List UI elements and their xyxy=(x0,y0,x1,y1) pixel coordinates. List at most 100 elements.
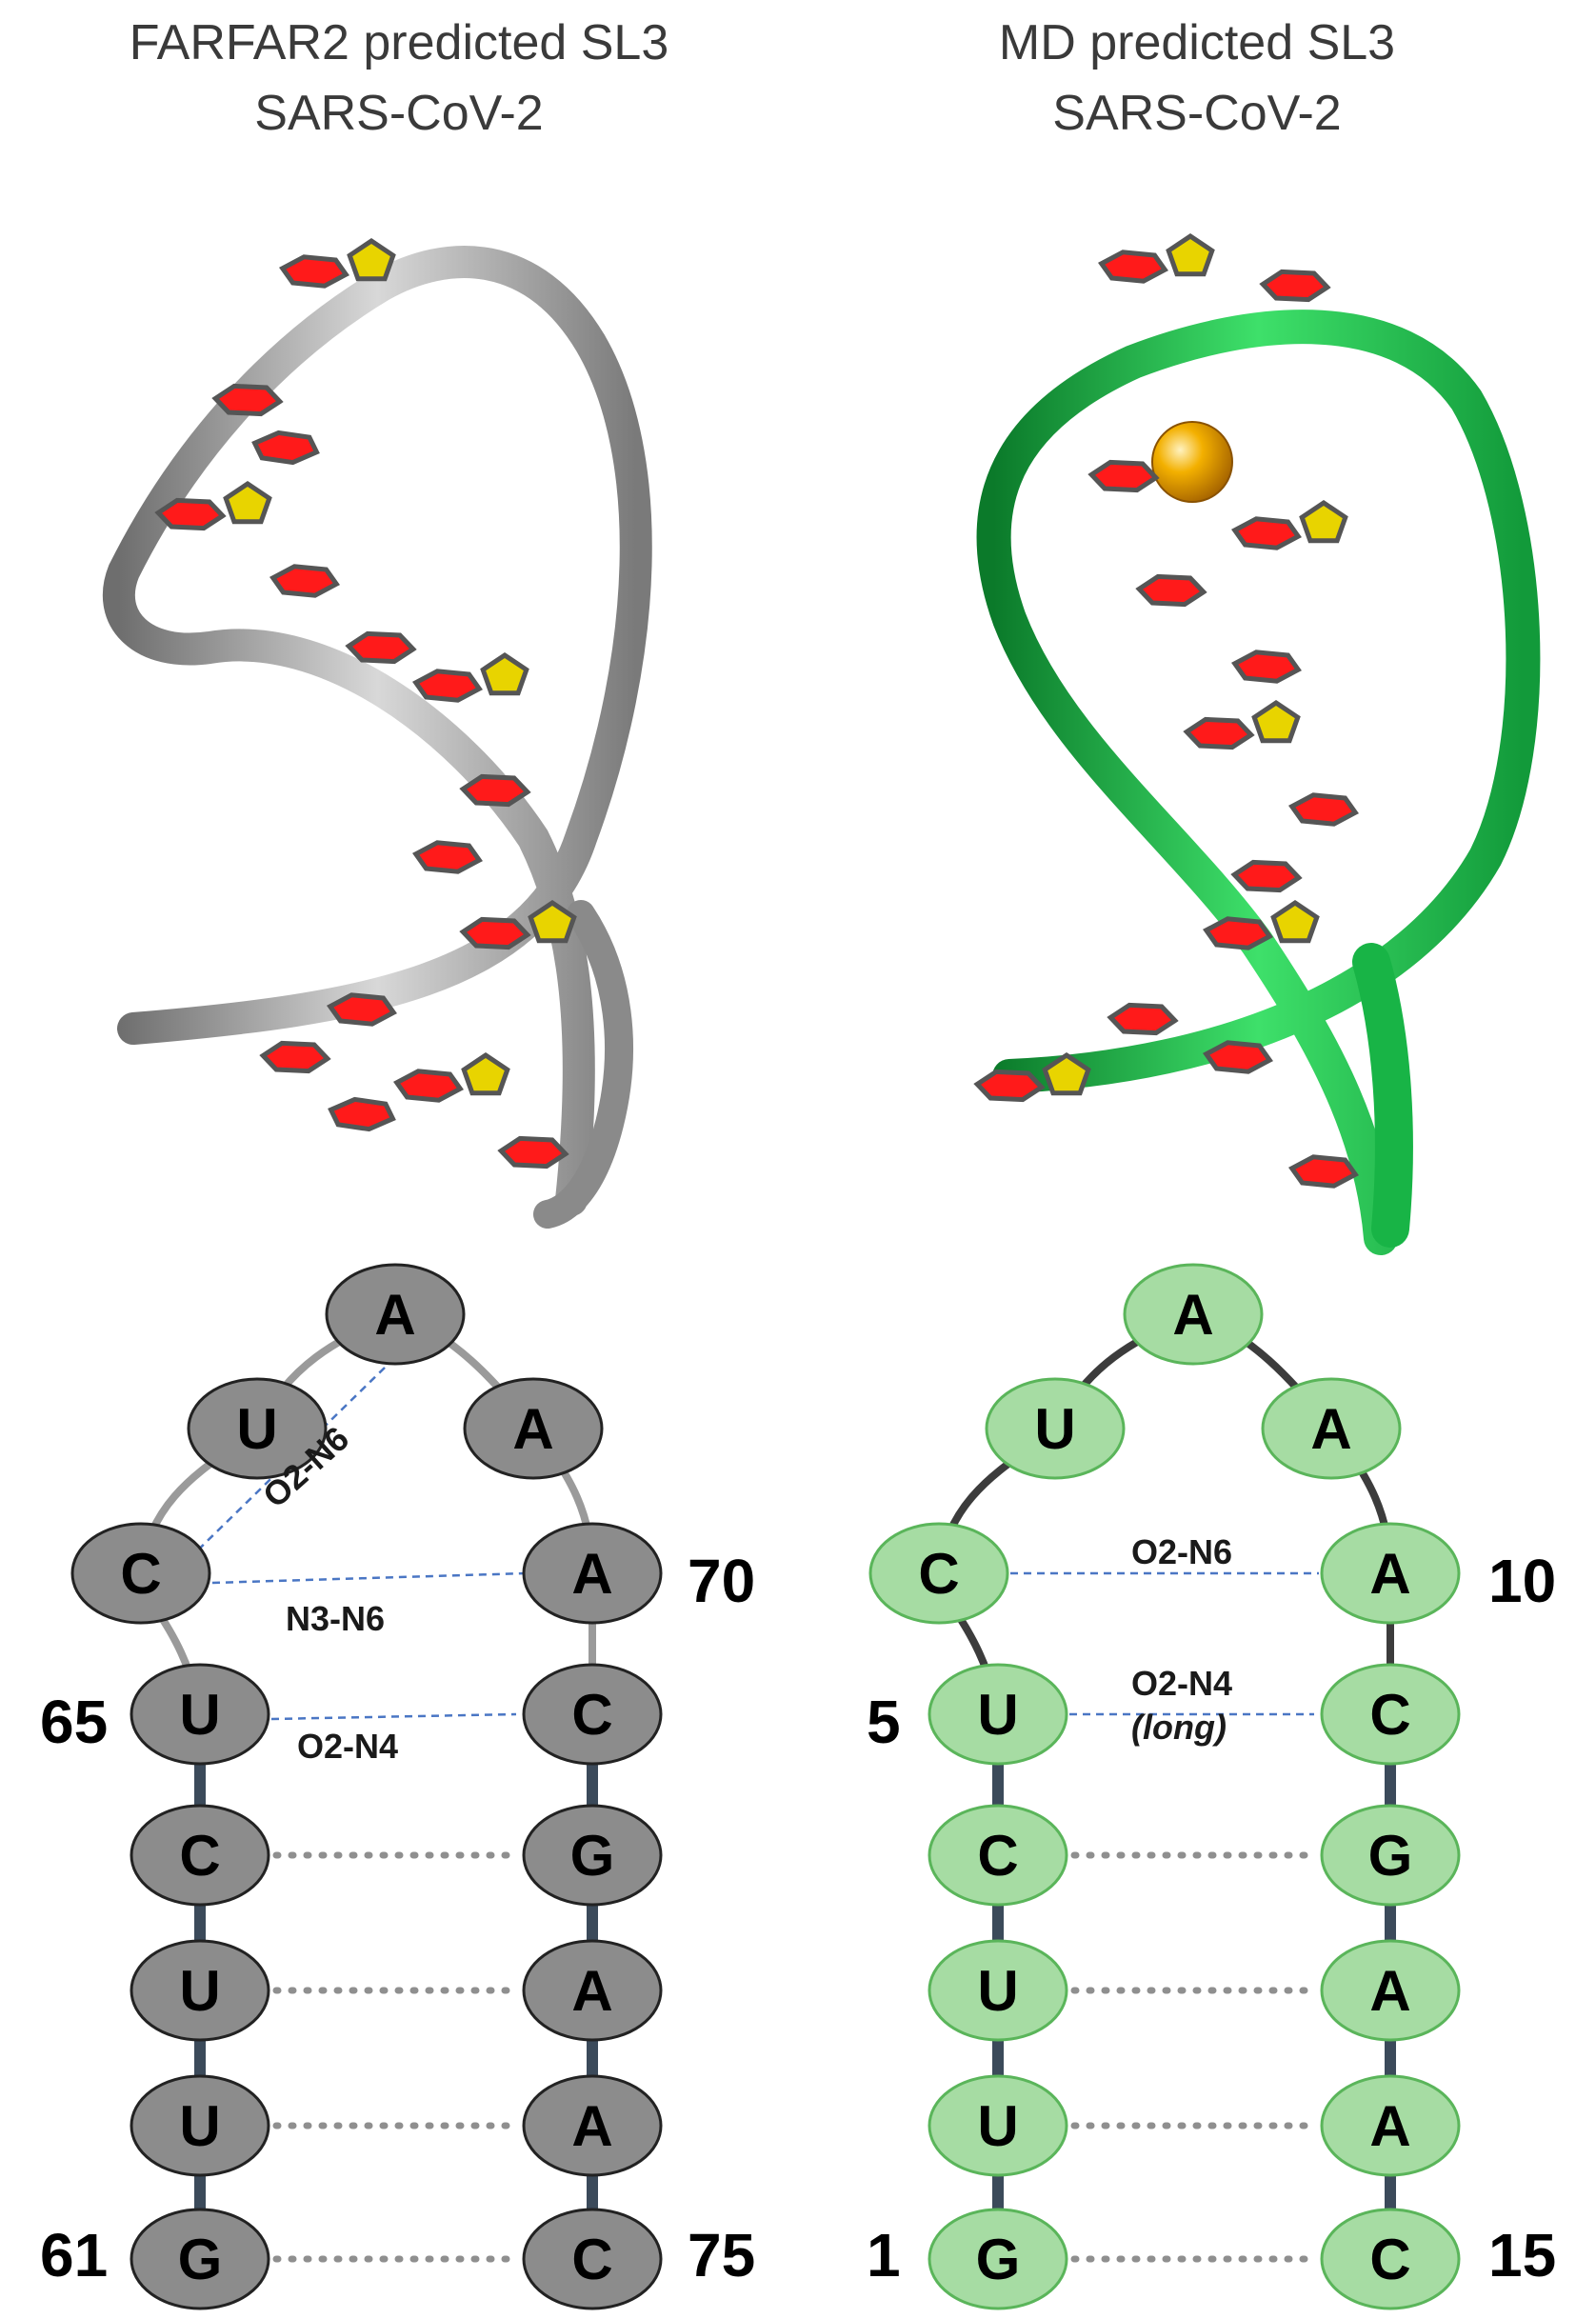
base-ring xyxy=(973,1069,1046,1103)
base-ring xyxy=(1288,792,1359,827)
nucleotide-letter: G xyxy=(1368,1824,1413,1888)
nucleotide-letter: A xyxy=(1172,1283,1213,1347)
base-ring xyxy=(459,773,531,808)
base-ring xyxy=(154,497,227,531)
farfar2-3d-structure xyxy=(103,237,652,1229)
nucleotide-node xyxy=(522,1663,663,1766)
nucleotide-letter: C xyxy=(571,1683,612,1747)
base-ring xyxy=(393,1069,464,1103)
hbond-label: N3-N6 xyxy=(286,1599,385,1638)
ribbon-lower-strand xyxy=(1352,943,1413,1248)
nucleotide-node xyxy=(928,1939,1068,2042)
position-number: 10 xyxy=(1488,1547,1556,1615)
nucleotide-node xyxy=(1123,1263,1264,1366)
nucleotide-letter: C xyxy=(571,2228,612,2291)
sugar-ring xyxy=(1299,499,1348,544)
hbond-label: O2-N6 xyxy=(1131,1532,1232,1571)
nucleotide-letter: A xyxy=(512,1397,553,1461)
md-3d-structure xyxy=(973,232,1541,1255)
base-ring xyxy=(412,669,483,703)
base-ring xyxy=(1183,716,1255,750)
sugar-ring xyxy=(1270,899,1320,944)
nucleotide-letter: A xyxy=(571,1542,612,1606)
title-line-1: MD predicted SL3 xyxy=(998,15,1396,70)
base-ring xyxy=(279,254,349,289)
sugar-ring xyxy=(1166,232,1215,277)
panel-title-farfar2: FARFAR2 predicted SL3 SARS-CoV-2 xyxy=(0,8,798,149)
hbond-label-note: (long) xyxy=(1131,1708,1227,1747)
nucleotide-node xyxy=(130,2208,270,2310)
nucleotide-node xyxy=(1261,1377,1402,1480)
nucleotide-node xyxy=(70,1522,211,1625)
title-line-2: SARS-CoV-2 xyxy=(254,86,544,141)
position-number: 15 xyxy=(1488,2221,1556,2289)
nucleotide-letter: U xyxy=(1034,1397,1075,1461)
base-ring xyxy=(345,630,417,665)
loop-backbone xyxy=(136,1309,596,1715)
nucleotide-node xyxy=(928,2074,1068,2177)
sugar-ring xyxy=(528,899,577,944)
nucleotide-letter: A xyxy=(1369,1959,1410,2023)
sugar-ring xyxy=(480,651,529,696)
position-number: 1 xyxy=(867,2221,901,2289)
nucleotide-letter: A xyxy=(1310,1397,1351,1461)
hbond-line xyxy=(270,1712,517,1721)
nucleotide-letter: U xyxy=(977,1959,1018,2023)
base-ring xyxy=(1231,516,1302,550)
base-ring xyxy=(211,383,284,417)
base-ring xyxy=(1203,916,1273,950)
nucleotide-letter: C xyxy=(1369,2228,1410,2291)
base-ring xyxy=(269,564,340,598)
sugar-ring xyxy=(1251,699,1301,744)
nucleotide-node xyxy=(1320,1939,1461,2042)
sugar-ring xyxy=(1042,1051,1091,1096)
nucleotide-letter: U xyxy=(179,2094,220,2158)
metal-ion-sphere xyxy=(1151,421,1233,503)
hbond-line xyxy=(178,1366,387,1569)
nucleotide-node xyxy=(522,1804,663,1907)
nucleotide-node xyxy=(522,1522,663,1625)
hbond-label: O2-N4 xyxy=(297,1727,398,1766)
base-ring xyxy=(412,840,483,874)
ribbon-backbone xyxy=(103,246,652,1216)
ribbon-backbone xyxy=(976,310,1541,1255)
position-number: 65 xyxy=(40,1688,108,1756)
nucleotide-letter: U xyxy=(977,2094,1018,2158)
base-ring xyxy=(1259,269,1331,303)
base-ring xyxy=(1231,650,1302,684)
nucleotide-letter: A xyxy=(1369,1542,1410,1606)
sugar-ring xyxy=(461,1051,510,1096)
nucleotide-letter: A xyxy=(571,1959,612,2023)
nucleotide-node xyxy=(325,1263,466,1366)
nucleotide-node xyxy=(130,2074,270,2177)
nucleotide-node xyxy=(187,1377,328,1480)
hbond-line xyxy=(211,1571,527,1585)
base-ring xyxy=(1230,859,1303,893)
nucleotide-letter: A xyxy=(374,1283,415,1347)
nucleotide-letter: U xyxy=(179,1959,220,2023)
nucleotide-node xyxy=(928,2208,1068,2310)
base-ring xyxy=(251,430,320,466)
base-ring xyxy=(327,992,397,1027)
nucleotide-node xyxy=(928,1804,1068,1907)
nucleotide-node xyxy=(522,2208,663,2310)
panel-title-md: MD predicted SL3 SARS-CoV-2 xyxy=(798,8,1596,149)
sugar-ring xyxy=(347,237,396,282)
nucleotide-node xyxy=(130,1804,270,1907)
nucleotide-letter: C xyxy=(179,1824,220,1888)
base-ring xyxy=(1107,1002,1179,1036)
base-ring xyxy=(1203,1040,1273,1074)
nucleotide-node xyxy=(928,1663,1068,1766)
nucleotide-node xyxy=(868,1522,1009,1625)
nucleotide-letter: C xyxy=(120,1542,161,1606)
nucleotide-letter: U xyxy=(977,1683,1018,1747)
base-ring xyxy=(259,1040,331,1074)
base-ring xyxy=(497,1135,569,1169)
base-ring xyxy=(1098,250,1168,284)
title-line-2: SARS-CoV-2 xyxy=(1052,86,1342,141)
position-number: 5 xyxy=(867,1688,901,1756)
nucleotide-node xyxy=(1320,1663,1461,1766)
nucleotide-letter: A xyxy=(1369,2094,1410,2158)
nucleotide-letter: U xyxy=(236,1397,277,1461)
